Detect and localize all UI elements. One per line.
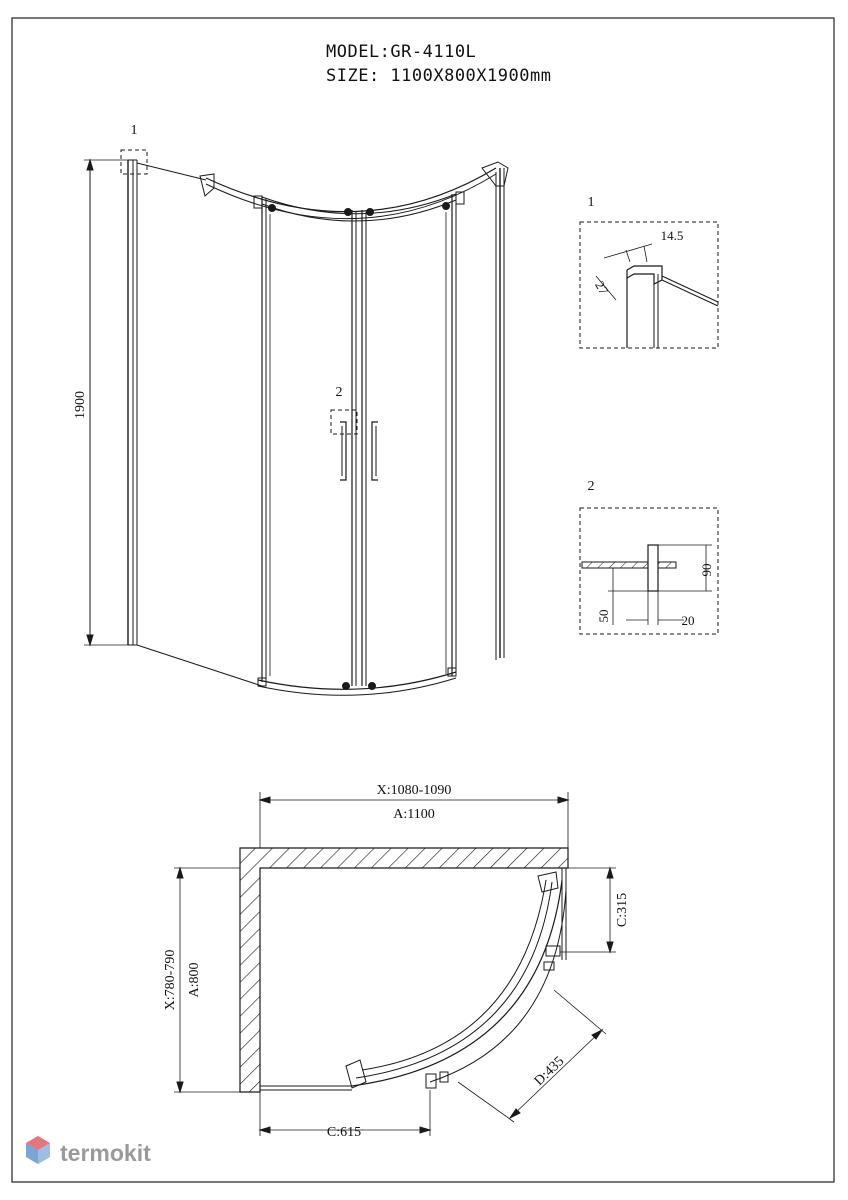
callout-2-label: 2	[336, 385, 343, 400]
detail-1-height-dim: 27	[592, 278, 612, 297]
detail-2-width-dim: 20	[682, 613, 695, 628]
plan-depth-x-dim: X:780-790	[163, 950, 178, 1011]
detail-2-label: 2	[588, 479, 595, 494]
detail-1	[579, 221, 719, 349]
callout-1-box	[120, 149, 148, 175]
size-title: SIZE: 1100X800X1900mm	[326, 66, 552, 86]
model-title: MODEL:GR-4110L	[326, 42, 477, 62]
plan-width-a-dim: A:1100	[393, 807, 434, 822]
plan-side-c-dim: C:315	[615, 893, 630, 927]
callout-1-label: 1	[131, 123, 138, 138]
elevation-view	[84, 149, 509, 696]
brand-name: termokit	[60, 1140, 151, 1166]
detail-1-label: 1	[588, 195, 595, 210]
plan-diagonal-d-dim: D:435	[532, 1054, 568, 1089]
plan-width-x-dim: X:1080-1090	[377, 783, 452, 798]
detail-2-offset-dim: 50	[596, 610, 611, 623]
detail-1-width-dim: 14.5	[661, 228, 684, 243]
plan-front-c-dim: C:615	[327, 1125, 361, 1140]
callout-2-box	[330, 409, 358, 435]
plan-depth-a-dim: A:800	[187, 963, 202, 998]
termokit-logo-icon	[26, 1136, 50, 1164]
detail-2-height-dim: 90	[699, 564, 714, 577]
height-dimension-label: 1900	[73, 391, 88, 419]
plan-view	[174, 792, 616, 1136]
sheet-border	[11, 17, 835, 1183]
detail-2	[579, 507, 719, 635]
